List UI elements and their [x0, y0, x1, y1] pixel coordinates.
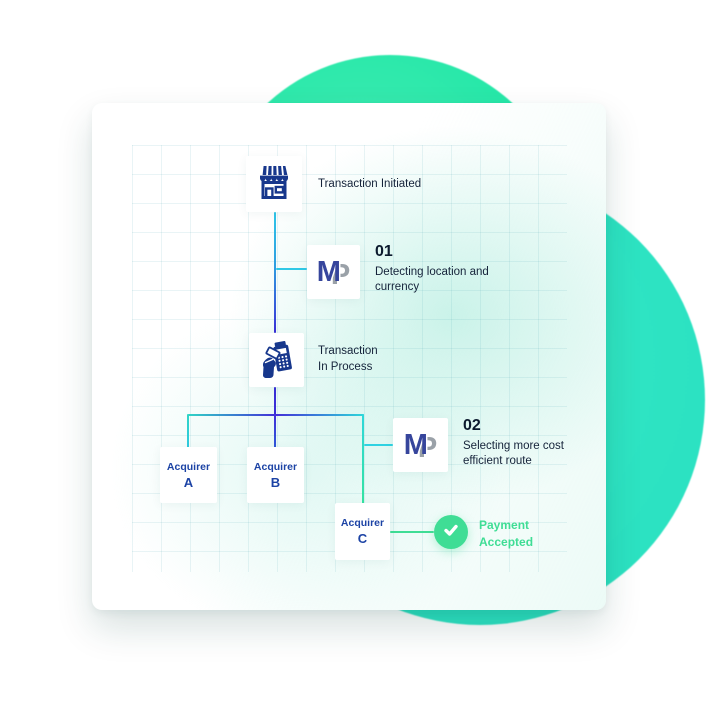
mp-logo-step1: M P	[307, 245, 360, 299]
acquirer-a-node: Acquirer A	[160, 447, 217, 503]
processing-node	[249, 333, 304, 387]
processing-label-line1: Transaction	[318, 345, 378, 357]
connector-acquirer-c-to-accepted	[390, 531, 434, 533]
acquirer-c-node: Acquirer C	[335, 503, 390, 560]
connector-stub-step1	[276, 268, 307, 270]
acquirer-b-letter: B	[270, 474, 281, 490]
mp-logo-icon: M P	[316, 255, 351, 291]
connector-branch-acquirer-c	[362, 414, 364, 504]
connector-branch-acquirer-a	[187, 414, 189, 448]
payment-accepted-line1: Payment	[479, 518, 530, 532]
step2-number: 02	[463, 417, 481, 434]
mp-logo-letter-m: M	[316, 255, 341, 288]
payment-accepted-badge	[434, 515, 468, 549]
acquirer-b-node: Acquirer B	[247, 447, 304, 503]
step1-description-line1: Detecting location and	[375, 266, 489, 278]
pos-terminal-icon	[256, 337, 298, 384]
connector-terminal-to-branch	[274, 387, 276, 415]
acquirer-b-label: Acquirer	[253, 460, 298, 473]
merchant-node	[246, 156, 302, 212]
mp-logo-step2: M P	[393, 418, 448, 472]
processing-label: Transaction In Process	[318, 344, 378, 375]
mp-logo-letter-m: M	[403, 428, 428, 461]
storefront-icon	[254, 162, 294, 207]
step1-number: 01	[375, 243, 393, 260]
mp-logo-icon: M P	[403, 428, 438, 464]
payment-accepted-label: Payment Accepted	[479, 517, 533, 550]
acquirer-c-letter: C	[357, 531, 368, 546]
payment-accepted-line2: Accepted	[479, 534, 534, 549]
connector-merchant-to-terminal	[274, 212, 276, 333]
connector-branch-acquirer-b	[274, 414, 276, 448]
acquirer-c-label: Acquirer	[340, 517, 385, 529]
acquirer-a-letter: A	[183, 474, 194, 490]
step2-annotation: 02 Selecting more cost efficient route	[463, 416, 564, 469]
acquirer-a-label: Acquirer	[166, 460, 211, 473]
connector-stub-step2	[364, 444, 393, 446]
processing-label-line2: In Process	[318, 360, 373, 373]
check-icon	[441, 520, 461, 545]
merchant-label: Transaction Initiated	[318, 178, 422, 190]
connector-branch-horizontal	[188, 414, 364, 416]
step2-description-line1: Selecting more cost	[463, 440, 564, 452]
step1-description-line2: currency	[375, 281, 420, 293]
step2-description-line2: efficient route	[463, 455, 532, 467]
step1-annotation: 01 Detecting location and currency	[375, 242, 489, 295]
flow-card: Transaction Initiated M P 01 Detecting l…	[92, 103, 606, 610]
